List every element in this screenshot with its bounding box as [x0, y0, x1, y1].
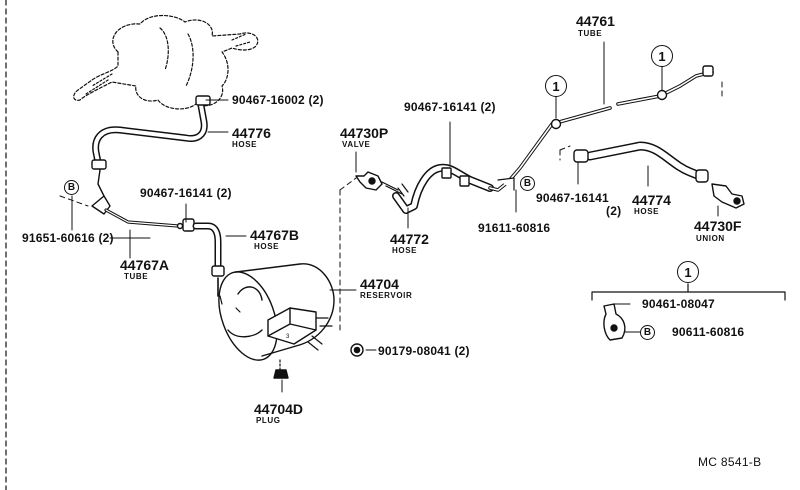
nut-and-plug-drawing: [273, 343, 364, 379]
part-name-44772: HOSE: [392, 246, 418, 255]
hose-44772-drawing: [392, 163, 494, 214]
union-44730f-drawing: [711, 183, 745, 209]
part-name-44704d: PLUG: [256, 416, 281, 425]
part-number-90467-16141-mid: 90467-16141 (2): [404, 100, 496, 114]
tube-44761-drawing: [488, 65, 714, 192]
pump-assembly-drawing: [73, 14, 259, 110]
marker-b-left: B: [64, 180, 79, 195]
part-number-90179-08041: 90179-08041 (2): [378, 344, 470, 358]
marker-1-right: 1: [651, 45, 673, 67]
marker-b-detail: B: [640, 325, 655, 340]
part-name-44730p: VALVE: [342, 140, 371, 149]
part-number-90467-16141-left: 90467-16141 (2): [140, 186, 232, 200]
part-number-90467-16141-right: 90467-16141: [536, 191, 609, 205]
part-name-44767b: HOSE: [254, 242, 280, 251]
part-number-91611-60816: 91611-60816: [478, 221, 551, 235]
part-number-44776: 44776: [232, 125, 271, 141]
part-number-44704d: 44704D: [254, 401, 304, 417]
part-number-91651-60616: 91651-60616 (2): [22, 231, 114, 245]
part-name-44776: HOSE: [232, 140, 258, 149]
part-number-44767b: 44767B: [250, 227, 300, 243]
leader-lines: [71, 41, 719, 393]
reservoir-44704-drawing: 3: [218, 263, 335, 361]
part-name-44761: TUBE: [578, 29, 603, 38]
marker-1-left: 1: [545, 75, 567, 97]
part-qty-90467-16141-right: (2): [606, 204, 622, 218]
diagram-reference: MC 8541-B: [698, 455, 762, 469]
part-number-44767a: 44767A: [120, 257, 170, 273]
dashed-assembly-lines: [59, 81, 723, 331]
tube-44767a-drawing: [91, 169, 184, 230]
part-number-44772: 44772: [390, 231, 429, 247]
marker-b-mid: B: [520, 176, 535, 191]
valve-44730p-drawing: [355, 171, 409, 197]
part-number-90461-08047: 90461-08047: [642, 297, 715, 311]
svg-text:3: 3: [286, 334, 290, 340]
hose-44767b-drawing: [182, 218, 225, 297]
part-name-44704: RESERVOIR: [360, 291, 413, 300]
part-number-44704: 44704: [360, 276, 399, 292]
part-name-44774: HOSE: [634, 207, 660, 216]
marker-1-detail: 1: [677, 261, 699, 283]
hose-44774-drawing: [573, 141, 709, 183]
part-number-44730p: 44730P: [340, 125, 389, 141]
part-number-44761: 44761: [576, 13, 615, 29]
part-name-44767a: TUBE: [124, 272, 149, 281]
part-number-90467-16002: 90467-16002 (2): [232, 93, 324, 107]
part-name-44730f: UNION: [696, 234, 725, 243]
part-number-44774: 44774: [632, 192, 671, 208]
part-number-44730f: 44730F: [694, 218, 742, 234]
part-number-90611-60816: 90611-60816: [672, 325, 745, 339]
bracket-detail-drawing: [591, 283, 786, 341]
